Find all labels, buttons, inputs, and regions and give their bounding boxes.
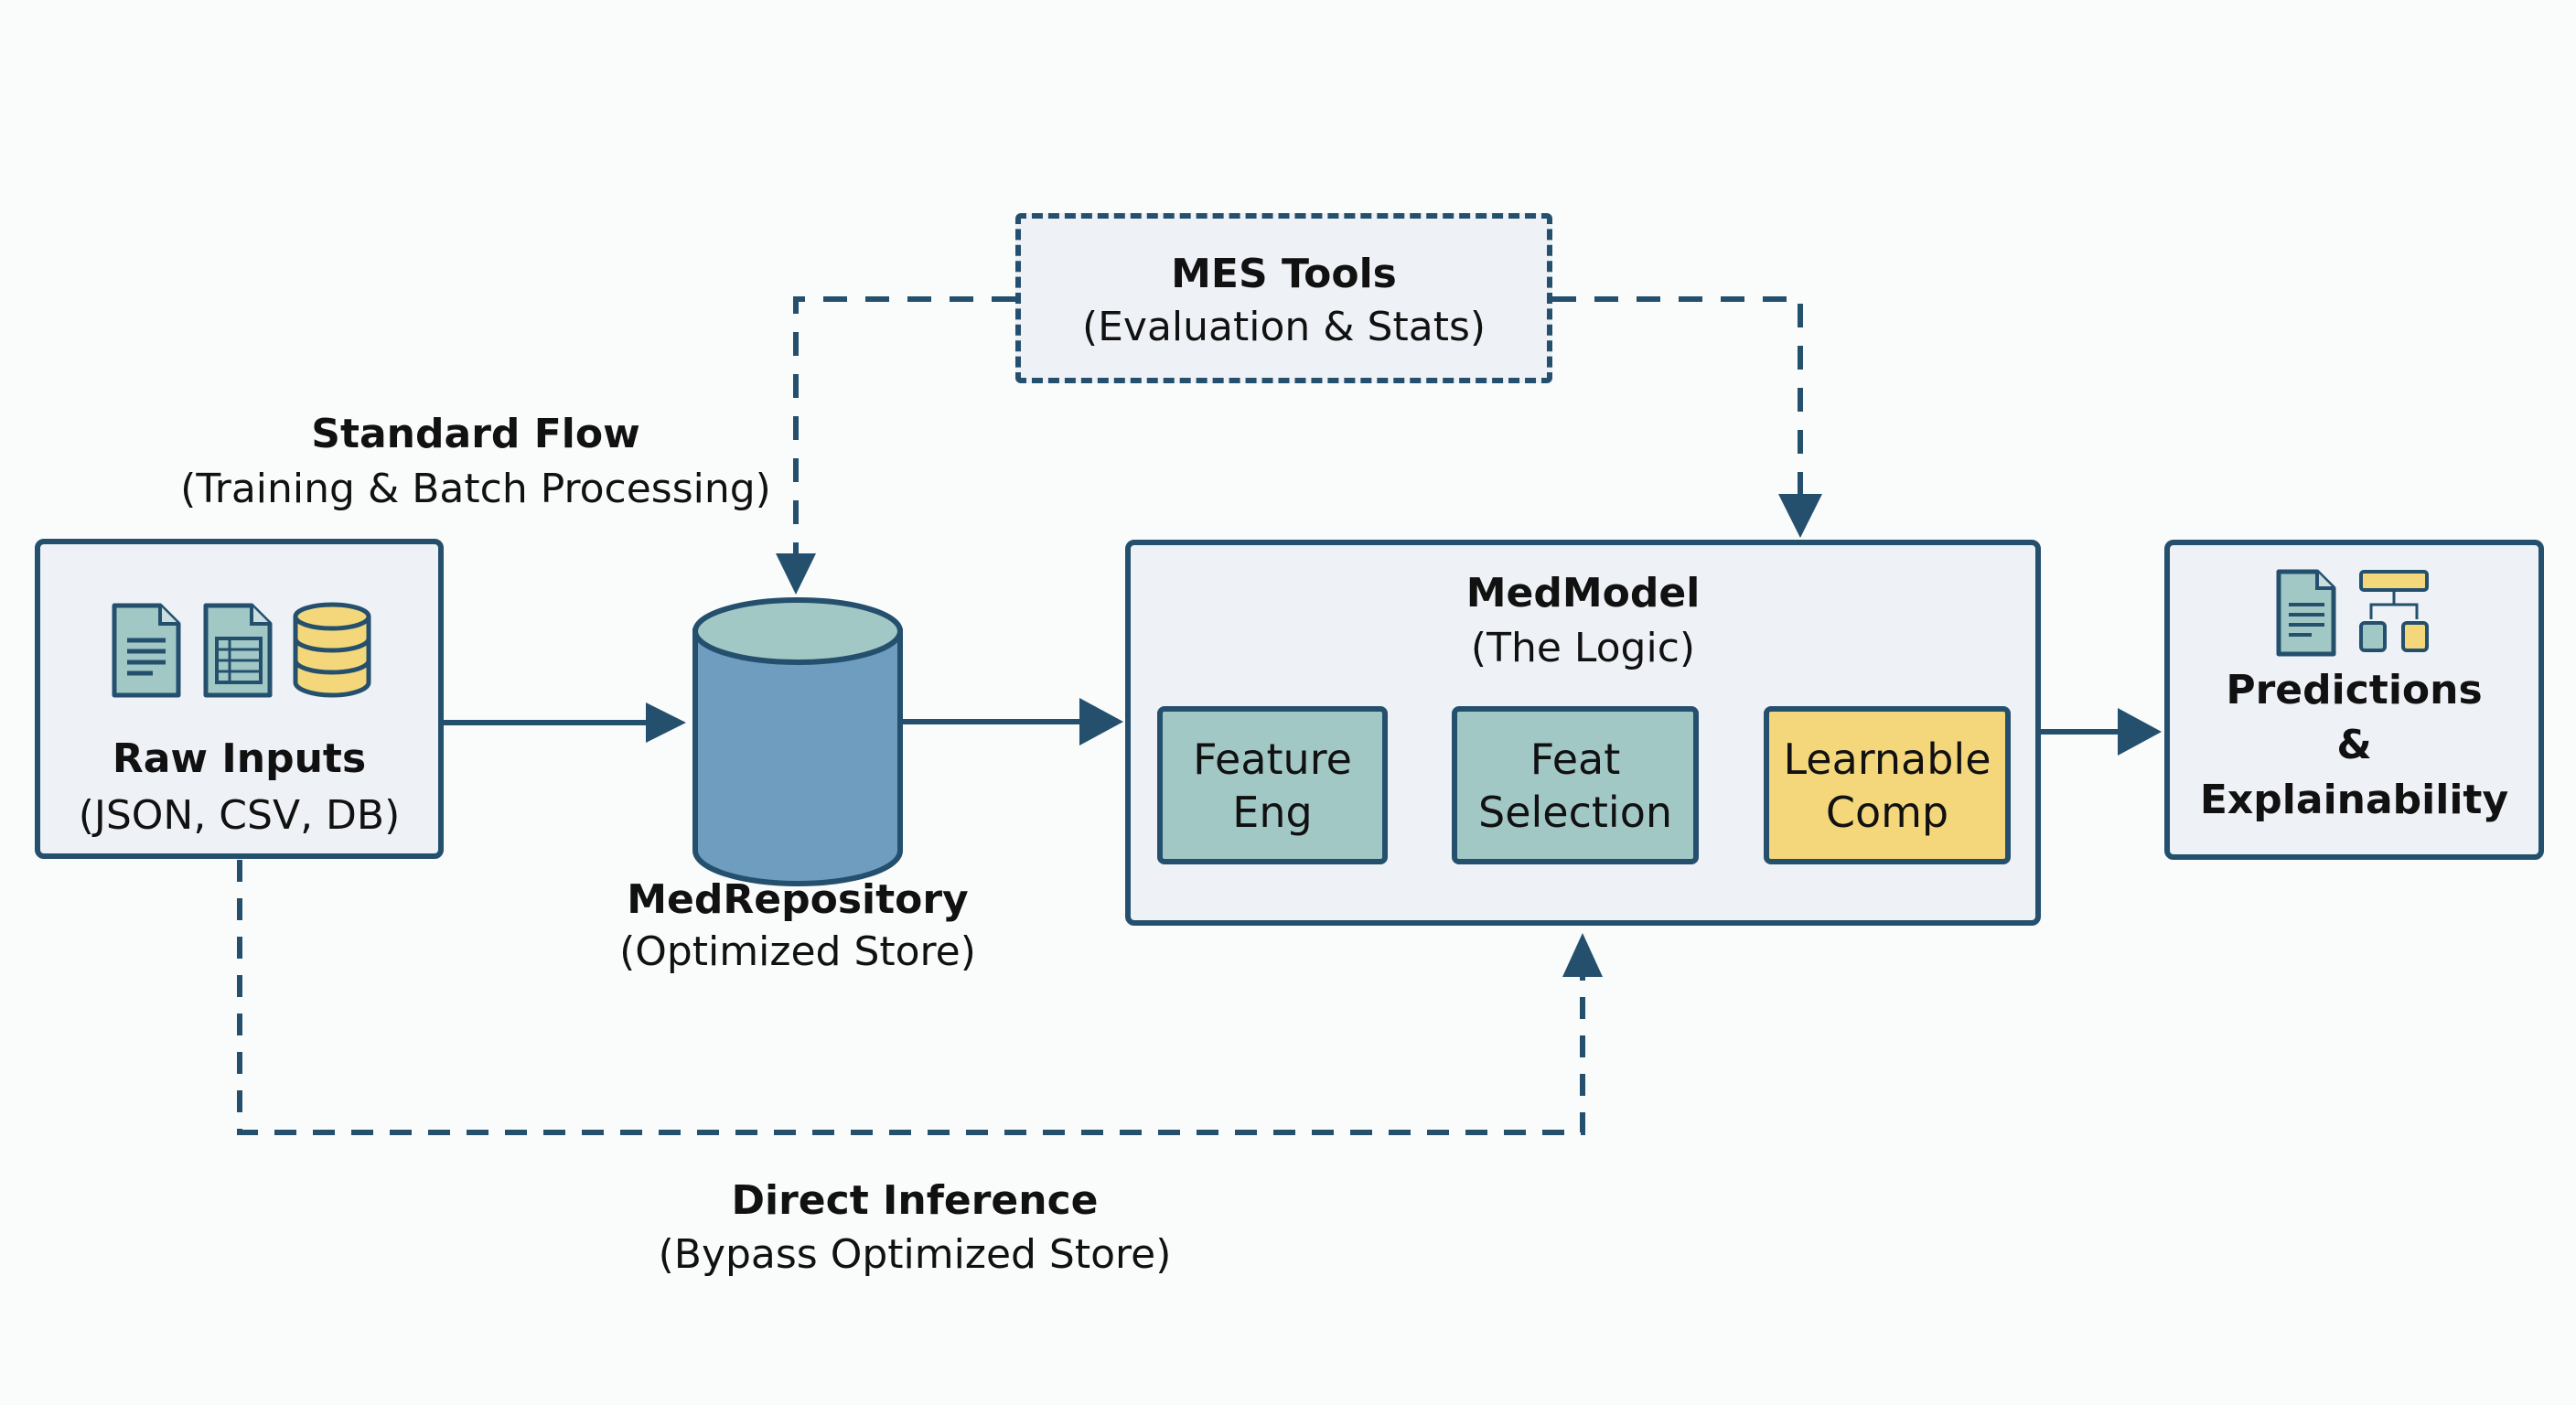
spreadsheet-icon [203, 603, 273, 698]
raw-inputs-subtitle: (JSON, CSV, DB) [78, 792, 401, 839]
dashed-arrow-mes-to-repository [776, 296, 1015, 595]
report-document-icon [2276, 569, 2336, 657]
predictions-title-line3: Explainability [2199, 777, 2509, 823]
standard-flow-subtitle: (Training & Batch Processing) [180, 466, 771, 512]
predictions-icons [2276, 569, 2429, 657]
med-repository-title: MedRepository [627, 876, 969, 923]
learnable-comp-line1: Learnable [1783, 734, 1991, 784]
arrow-repository-to-model [902, 698, 1123, 745]
decision-tree-icon [2359, 570, 2429, 652]
med-repository-subtitle: (Optimized Store) [619, 928, 976, 975]
arrow-model-to-predictions [2041, 708, 2162, 756]
predictions-node[interactable]: Predictions & Explainability [2164, 540, 2544, 860]
mes-tools-subtitle: (Evaluation & Stats) [1081, 304, 1487, 350]
med-repository-cylinder-icon[interactable] [692, 597, 903, 886]
mes-tools-title: MES Tools [1171, 251, 1397, 297]
feat-selection-component[interactable]: Feat Selection [1452, 706, 1699, 864]
raw-inputs-node[interactable]: Raw Inputs (JSON, CSV, DB) [35, 539, 444, 859]
dashed-arrow-mes-to-model [1552, 296, 1822, 538]
standard-flow-title: Standard Flow [311, 411, 640, 457]
document-icon [112, 603, 181, 698]
direct-inference-subtitle: (Bypass Optimized Store) [658, 1231, 1172, 1278]
learnable-comp-line2: Comp [1825, 787, 1949, 837]
predictions-title-line1: Predictions [2226, 667, 2483, 713]
database-icon [293, 602, 371, 698]
feature-eng-component[interactable]: Feature Eng [1157, 706, 1388, 864]
feature-eng-line2: Eng [1232, 787, 1313, 837]
med-model-subtitle: (The Logic) [1470, 625, 1696, 671]
dashed-arrow-direct-inference [237, 860, 1603, 1135]
med-model-title: MedModel [1465, 570, 1701, 617]
arrow-raw-to-repository [444, 702, 686, 743]
feature-eng-line1: Feature [1193, 734, 1352, 784]
raw-inputs-icons [112, 602, 371, 698]
direct-inference-title: Direct Inference [731, 1177, 1099, 1224]
learnable-comp-component[interactable]: Learnable Comp [1764, 706, 2011, 864]
feat-selection-line2: Selection [1478, 787, 1672, 837]
predictions-title-line2: & [2336, 722, 2372, 768]
mes-tools-node[interactable]: MES Tools (Evaluation & Stats) [1015, 213, 1552, 383]
feat-selection-line1: Feat [1530, 734, 1621, 784]
raw-inputs-title: Raw Inputs [112, 735, 367, 782]
